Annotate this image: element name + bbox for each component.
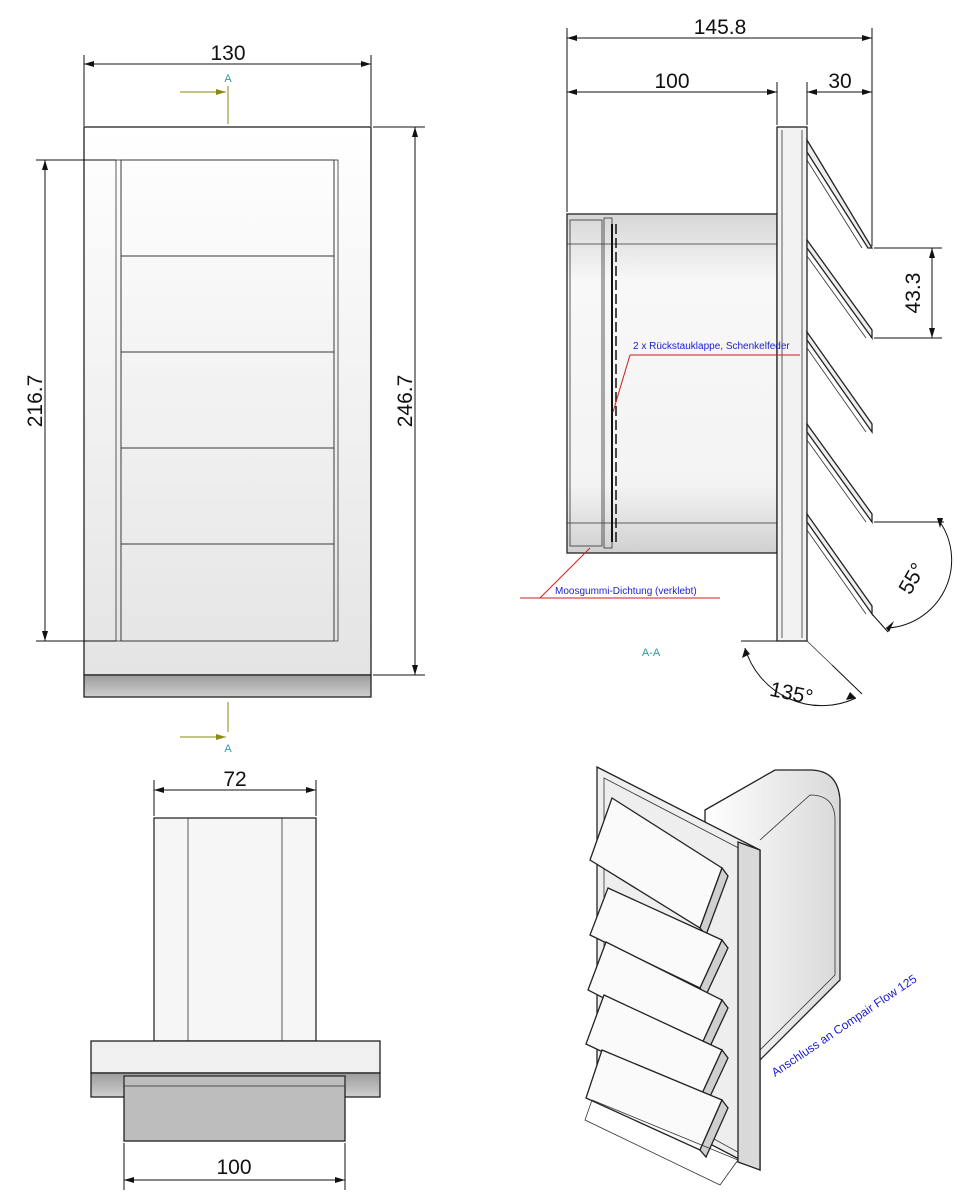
side-spigot-tube [566,213,778,554]
isometric-view: Anschluss an Compair Flow 125 [584,765,920,1186]
side-pitch-dimension: 43.3 [902,273,925,314]
side-bottom-angle-dimension: 135° [768,678,815,710]
front-frame [83,126,372,676]
front-slat-5 [120,543,335,642]
side-total-dimension: 145.8 [694,16,747,39]
side-flange-dimension: 30 [828,70,851,93]
section-view-label: A-A [642,647,661,659]
side-spigot-dimension: 100 [654,70,689,93]
bottom-spigot-dimension: 72 [223,768,246,791]
front-view: 130 216.7 246.7 A A [24,42,425,755]
side-louvers [806,137,874,666]
bottom-spigot [153,817,317,1042]
iso-louvers [584,797,739,1186]
front-width-dimension: 130 [210,42,245,65]
section-mark-bottom: A [224,743,232,755]
bottom-base [123,1075,346,1142]
flap-annotation: 2 x Rückstauklappe, Schenkelfeder [633,341,790,352]
front-base-strip [83,674,372,698]
bottom-view: 72 100 [90,768,381,1190]
front-outer-height-dimension: 246.7 [394,375,417,428]
front-inner-height-dimension: 216.7 [24,375,47,428]
side-flange [776,126,808,642]
side-louver-angle-dimension: 55° [894,559,930,598]
side-section-view: 145.8 100 30 43.3 55° 135° [520,16,953,710]
bottom-base-dimension: 100 [216,1156,251,1179]
section-mark-top: A [224,73,232,85]
bottom-flange [90,1040,381,1074]
seal-annotation: Moosgummi-Dichtung (verklebt) [555,586,697,597]
